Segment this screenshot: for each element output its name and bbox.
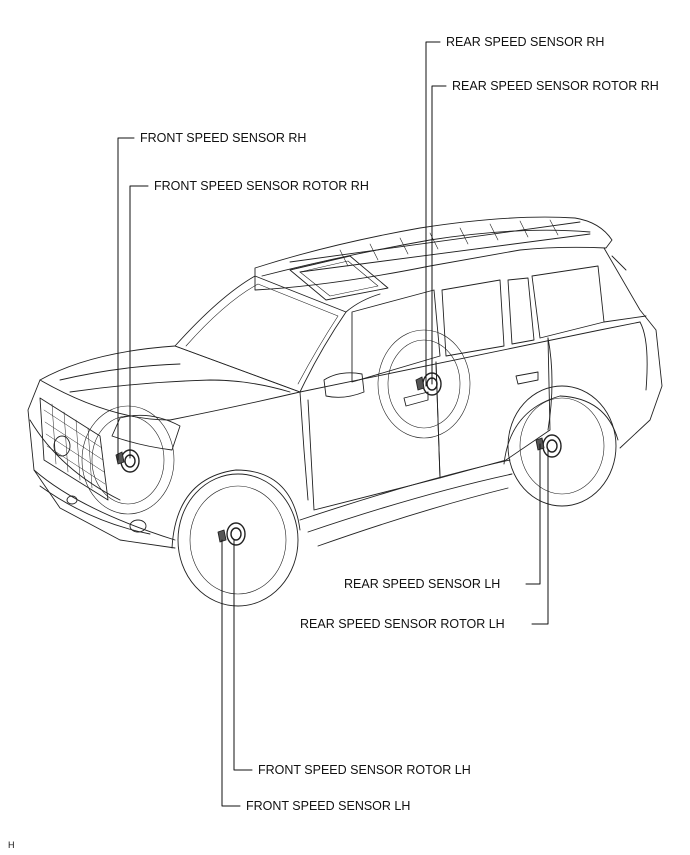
front-speed-sensor-rh	[115, 451, 125, 465]
rear-speed-sensor-rotor-lh	[542, 434, 562, 458]
front-speed-sensor-lh	[217, 529, 227, 543]
rear-left-wheel	[507, 385, 617, 507]
label-rear-speed-sensor-rotor-lh: REAR SPEED SENSOR ROTOR LH	[300, 617, 505, 631]
front-speed-sensor-rotor-lh	[226, 522, 246, 546]
front-left-wheel	[177, 473, 299, 607]
label-front-speed-sensor-lh: FRONT SPEED SENSOR LH	[246, 799, 411, 813]
label-rear-speed-sensor-rh: REAR SPEED SENSOR RH	[446, 35, 605, 49]
leader-lines	[117, 41, 549, 807]
label-front-speed-sensor-rotor-lh: FRONT SPEED SENSOR ROTOR LH	[258, 763, 471, 777]
rear-speed-sensor-rh	[415, 376, 425, 391]
vehicle-body	[27, 216, 663, 549]
front-right-wheel-phantom	[81, 405, 175, 515]
label-front-speed-sensor-rh: FRONT SPEED SENSOR RH	[140, 131, 307, 145]
label-front-speed-sensor-rotor-rh: FRONT SPEED SENSOR ROTOR RH	[154, 179, 369, 193]
corner-code: H	[8, 840, 15, 850]
rear-right-wheel-phantom	[377, 329, 471, 439]
label-rear-speed-sensor-lh: REAR SPEED SENSOR LH	[344, 577, 501, 591]
label-rear-speed-sensor-rotor-rh: REAR SPEED SENSOR ROTOR RH	[452, 79, 659, 93]
